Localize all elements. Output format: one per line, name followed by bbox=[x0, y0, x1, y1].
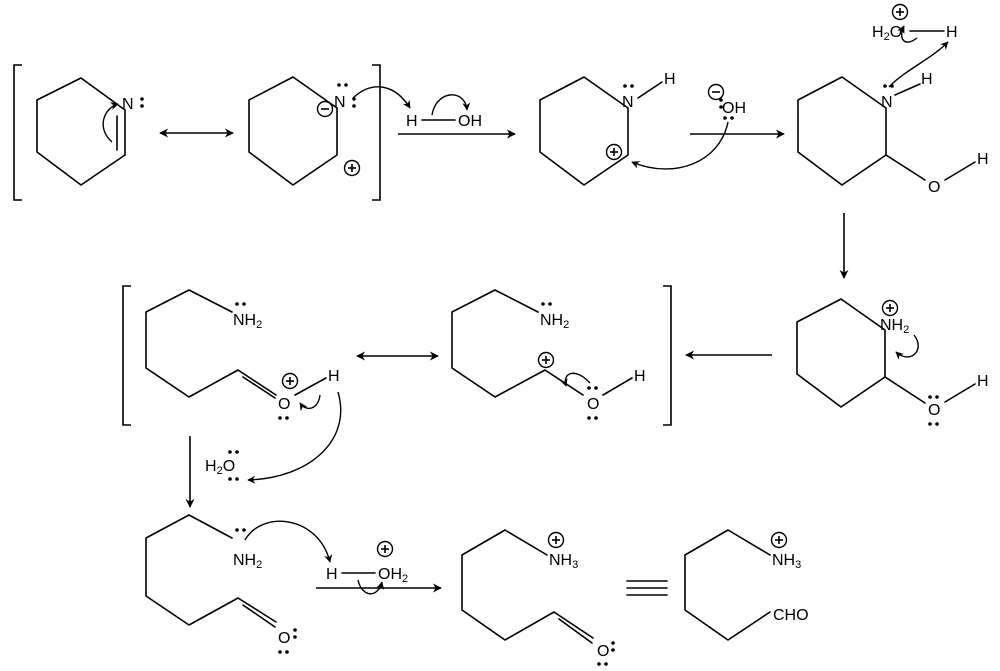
curved-arrow bbox=[431, 94, 471, 116]
curved-arrow bbox=[631, 121, 729, 170]
equivalence-symbol bbox=[626, 580, 668, 596]
atom-h: H bbox=[977, 373, 989, 390]
molecule-carbinolamine-protonation: N H O H H2O H bbox=[797, 3, 989, 196]
atom-o: O bbox=[278, 396, 290, 413]
atom-o: O bbox=[928, 402, 940, 419]
plus-charge-icon bbox=[547, 531, 565, 549]
cho-label: CHO bbox=[773, 607, 809, 624]
atom-oh: OH bbox=[722, 100, 746, 117]
curved-arrow bbox=[559, 372, 591, 387]
plus-charge-icon bbox=[770, 531, 788, 549]
atom-o: O bbox=[587, 396, 599, 413]
plus-charge-icon bbox=[281, 372, 299, 390]
curved-arrow bbox=[102, 102, 119, 143]
curved-arrow bbox=[897, 25, 918, 43]
resonance-bracket-right bbox=[663, 285, 672, 426]
reagent-water: H OH bbox=[406, 94, 482, 130]
reagent-hydroxide: OH bbox=[631, 83, 746, 170]
molecule-iminium: N H bbox=[539, 71, 676, 186]
plus-charge-icon bbox=[376, 540, 394, 558]
atom-h: H bbox=[977, 151, 989, 168]
molecule-aminoaldehyde: NH2 O bbox=[145, 514, 333, 654]
atom-h: H bbox=[634, 368, 646, 385]
atom-o: O bbox=[597, 643, 609, 660]
resonance-bracket-left bbox=[122, 285, 131, 426]
nh2-label: NH2 bbox=[233, 552, 262, 571]
h2o-label: H2O bbox=[205, 458, 235, 477]
atom-h: H bbox=[406, 113, 418, 130]
molecule-condensed-aldehyde: NH3 CHO bbox=[684, 529, 809, 641]
h2o-label: H2O bbox=[872, 24, 902, 43]
curved-arrow bbox=[247, 391, 342, 484]
atom-o: O bbox=[928, 179, 940, 196]
molecule-carbocation-chain: NH2 O H bbox=[451, 289, 646, 420]
atom-n: N bbox=[334, 94, 346, 111]
atom-n: N bbox=[622, 94, 634, 111]
plus-charge-icon bbox=[605, 143, 623, 161]
water-molecule: H2O bbox=[205, 450, 239, 481]
plus-charge-icon bbox=[537, 351, 555, 369]
nh3-label: NH3 bbox=[772, 552, 801, 571]
atom-oh: OH bbox=[458, 113, 482, 130]
atom-h: H bbox=[328, 368, 340, 385]
resonance-bracket-left bbox=[13, 64, 22, 201]
atom-n: N bbox=[122, 96, 134, 113]
molecule-oxonium-chain: NH2 O H bbox=[145, 289, 342, 484]
molecule-ammonium-aldehyde: NH3 O bbox=[461, 529, 615, 666]
molecule-protonated-carbinolamine: NH2 O H bbox=[796, 298, 989, 426]
atom-h: H bbox=[664, 71, 676, 88]
curved-arrow bbox=[352, 86, 411, 109]
curved-arrow bbox=[895, 334, 919, 360]
minus-charge-icon bbox=[316, 100, 334, 118]
curved-arrow bbox=[244, 520, 333, 563]
curved-arrow bbox=[888, 41, 949, 88]
plus-charge-icon bbox=[891, 3, 909, 21]
nh2-label: NH2 bbox=[540, 312, 569, 331]
reagent-hydronium: H OH2 bbox=[326, 540, 408, 595]
nh2-label: NH2 bbox=[233, 312, 262, 331]
molecule-imine: N bbox=[36, 77, 144, 186]
atom-n: N bbox=[881, 94, 893, 111]
plus-charge-icon bbox=[343, 159, 361, 177]
plus-charge-icon bbox=[881, 299, 899, 317]
oh2-label: OH2 bbox=[378, 566, 408, 585]
atom-h: H bbox=[326, 566, 338, 583]
molecule-zwitterion: N bbox=[248, 76, 411, 186]
nh3-label: NH3 bbox=[549, 552, 578, 571]
atom-o: O bbox=[278, 630, 290, 647]
resonance-bracket-right bbox=[372, 64, 381, 201]
lone-pair-dot bbox=[140, 104, 144, 108]
minus-charge-icon bbox=[707, 83, 725, 101]
curved-arrow bbox=[357, 579, 385, 595]
atom-h: H bbox=[921, 71, 933, 88]
curved-arrow bbox=[299, 394, 321, 412]
nh2-label: NH2 bbox=[880, 317, 909, 336]
lone-pair-dot bbox=[140, 97, 144, 101]
atom-h: H bbox=[946, 24, 958, 41]
